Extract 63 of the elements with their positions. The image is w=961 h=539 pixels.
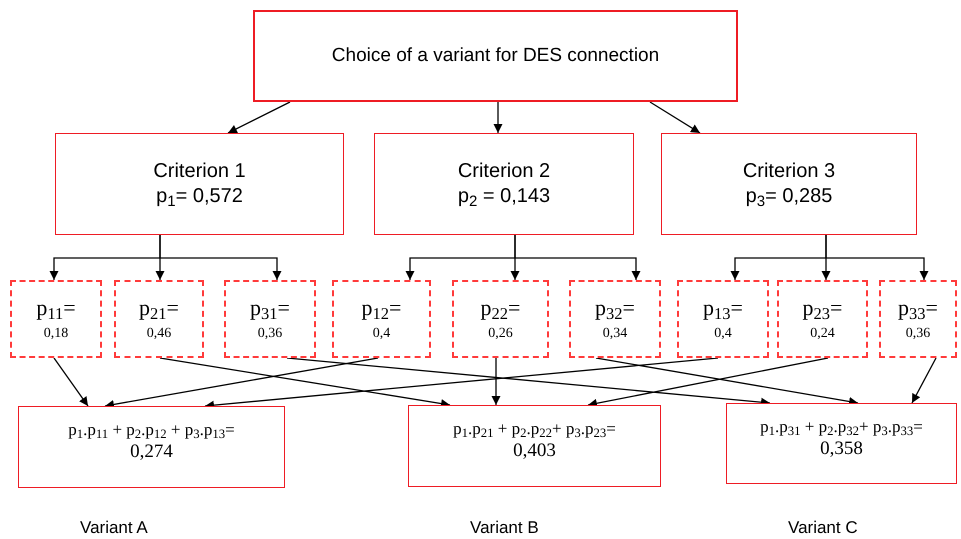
weight-value: 0,24: [810, 327, 835, 341]
arrow: [650, 101, 700, 134]
arrow: [159, 235, 282, 280]
weight-value: 0,26: [488, 327, 513, 341]
arrow: [494, 102, 502, 133]
weight-symbol: p$_{22}$=: [480, 297, 520, 319]
weight-symbol: p$_{33}$=: [898, 297, 938, 319]
box-heading: Criterion 2: [458, 159, 550, 184]
arrow: [228, 101, 290, 134]
weight-symbol: p$_{13}$=: [703, 297, 743, 319]
box-value: 0,403: [513, 439, 556, 463]
arrow: [104, 357, 378, 409]
weight-value: 0,18: [44, 327, 68, 341]
arrow: [53, 358, 89, 406]
result-box: [726, 403, 957, 484]
box-heading: Criterion 3: [742, 159, 836, 184]
arrow: [514, 235, 640, 280]
box-heading: p$_{1}$.p$_{31}$ + p$_{2}$.p$_{32}$+ p$_{3}$.p$_{33}$=: [760, 416, 923, 438]
arrow: [492, 358, 500, 405]
arrow: [911, 358, 937, 404]
weight-symbol: p$_{23}$=: [802, 297, 842, 319]
box-heading: p$_{1}$.p$_{11}$ + p$_{2}$.p$_{12}$ + p$_{3}$.p$_{13}$=: [68, 419, 235, 440]
criterion-box: [55, 133, 344, 235]
arrow: [825, 235, 928, 280]
weight-value: 0,34: [602, 327, 628, 341]
weight-symbol: p$_{11}$=: [36, 297, 76, 319]
result-box: [408, 405, 661, 487]
weight-box: [224, 280, 316, 358]
arrow: [596, 357, 858, 406]
box-value: p$_{2}$ = 0,143: [458, 184, 550, 209]
weight-symbol: p$_{31}$=: [250, 297, 290, 319]
variant-label: Variant A: [80, 517, 148, 539]
box-heading: Choice of a variant for DES connection: [332, 44, 660, 68]
weight-box: [569, 280, 661, 358]
result-box: [18, 406, 285, 488]
weight-box: [332, 280, 431, 358]
title-box: [253, 10, 738, 102]
box-heading: p$_{1}$.p$_{21}$ + p$_{2}$.p$_{22}$+ p$_{3}$.p$_{23}$=: [453, 418, 616, 440]
box-value: 0,358: [820, 437, 863, 461]
box-value: 0,274: [130, 440, 173, 464]
variant-label: Variant B: [470, 517, 539, 539]
weight-value: 0,4: [714, 327, 732, 341]
weight-box: [114, 280, 204, 358]
criterion-box: [374, 133, 634, 235]
weight-value: 0,36: [906, 327, 930, 341]
criterion-box: [661, 133, 917, 235]
arrow: [160, 357, 450, 408]
weight-box: [10, 280, 102, 358]
weight-box: [452, 280, 549, 358]
weight-value: 0,46: [146, 327, 172, 341]
box-heading: Criterion 1: [153, 159, 246, 184]
box-value: p$_{3}$= 0,285: [746, 184, 832, 209]
box-value: p$_{1}$= 0,572: [156, 184, 243, 209]
arrow: [588, 357, 828, 408]
weight-value: 0,36: [258, 327, 282, 341]
weight-value: 0,4: [372, 327, 390, 341]
weight-box: [777, 280, 868, 358]
weight-box: [879, 280, 957, 358]
weight-symbol: p$_{21}$=: [139, 297, 179, 319]
variant-label: Variant C: [788, 517, 858, 539]
weight-symbol: p$_{32}$=: [595, 297, 635, 319]
weight-box: [677, 280, 769, 358]
weight-symbol: p$_{12}$=: [362, 297, 402, 319]
